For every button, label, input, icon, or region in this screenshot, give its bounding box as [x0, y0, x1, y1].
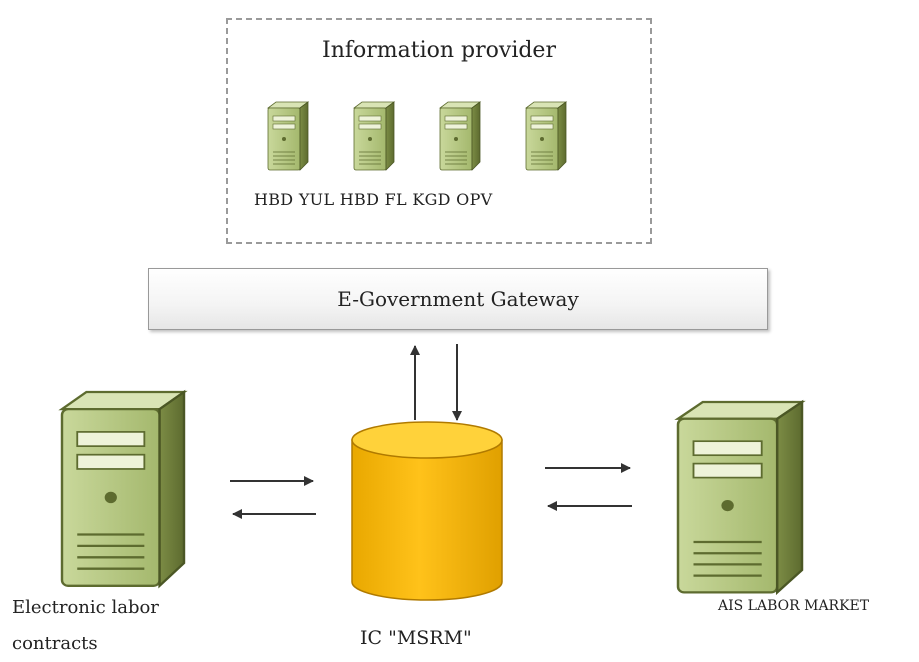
database-icon [351, 421, 503, 601]
ic-msrm-label: IC "MSRM" [360, 627, 472, 649]
server-icon-electronic-labor-contracts [60, 390, 186, 588]
information-provider-title: Information provider [322, 38, 556, 63]
ais-labor-market-label: AIS LABOR MARKET [718, 598, 870, 614]
e-government-gateway: E-Government Gateway [148, 268, 768, 330]
electronic-labor-contracts-label: Electronic labor contracts [12, 597, 159, 654]
server-icon-ais-labor-market [676, 400, 804, 594]
provider-server-labels: HBD YUL HBD FL KGD OPV [254, 190, 493, 209]
information-provider-box [226, 18, 652, 244]
gateway-label: E-Government Gateway [337, 287, 579, 311]
